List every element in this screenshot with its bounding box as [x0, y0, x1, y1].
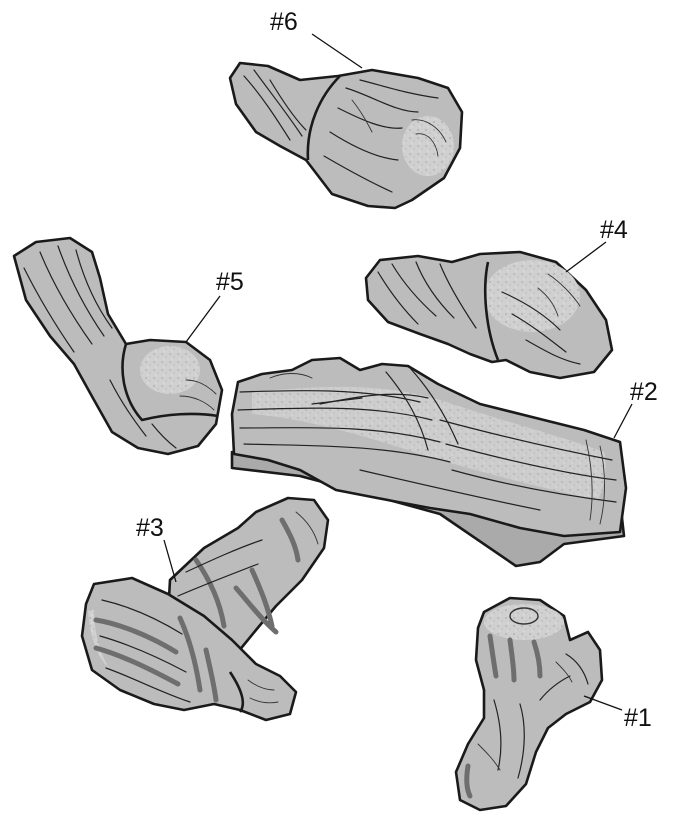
- leader-4: [566, 242, 606, 272]
- log-4: [366, 252, 612, 378]
- leader-3: [164, 540, 176, 582]
- label-log-3: #3: [136, 516, 164, 541]
- leader-5: [186, 296, 220, 342]
- log-4-body: [366, 252, 612, 378]
- log-4-end-grain: [484, 260, 580, 332]
- label-log-5: #5: [216, 270, 244, 295]
- log-5-end-grain: [140, 346, 200, 394]
- log-6-end-grain: [402, 116, 454, 176]
- log-1-end-grain: [484, 604, 564, 640]
- label-log-2: #2: [630, 380, 658, 405]
- log-6: [230, 63, 462, 208]
- label-log-6: #6: [270, 10, 298, 35]
- label-log-4: #4: [600, 218, 628, 243]
- log-5-body: [14, 238, 222, 454]
- leader-6: [312, 34, 362, 68]
- leader-2: [614, 404, 632, 438]
- label-log-1: #1: [624, 706, 652, 731]
- log-5: [14, 238, 222, 454]
- log-1: [456, 598, 602, 810]
- log-3: [82, 498, 328, 720]
